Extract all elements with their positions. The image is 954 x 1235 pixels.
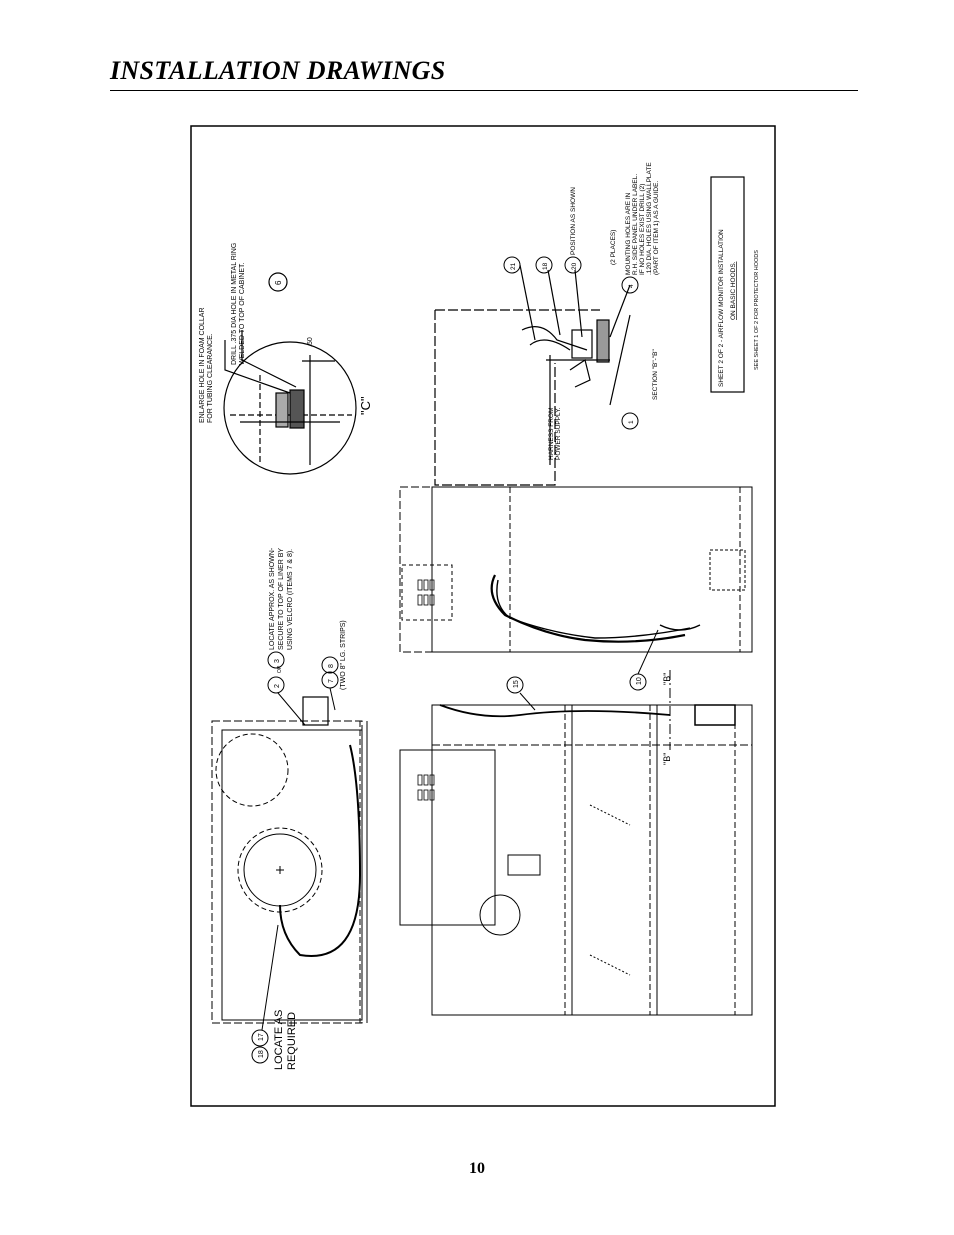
cabinet-top-view (211, 696, 368, 1024)
svg-text:HARNESS FROM: HARNESS FROM (548, 408, 555, 460)
cabinet-side-view (399, 486, 753, 653)
svg-text:8: 8 (328, 664, 335, 668)
svg-text:USING VELCRO (ITEMS 7 & 8).: USING VELCRO (ITEMS 7 & 8). (287, 549, 294, 650)
svg-text:(2 PLACES): (2 PLACES) (610, 230, 617, 265)
section-b-b-text: 21 18 20 POSITION AS SHOWN 4 (2 PLACES) … (503, 162, 660, 460)
svg-text:1: 1 (628, 420, 635, 424)
svg-text:SECTION "B"-"B": SECTION "B"-"B" (652, 349, 659, 400)
balloon-21 (503, 256, 521, 274)
svg-text:"B": "B" (662, 673, 672, 685)
detail-c-text: ENLARGE HOLE IN FOAM COLLAR FOR TUBING C… (199, 243, 373, 423)
svg-text:7: 7 (328, 679, 335, 683)
svg-text:ENLARGE HOLE IN FOAM COLLAR: ENLARGE HOLE IN FOAM COLLAR (199, 307, 206, 423)
svg-text:(TWO 8" LG. STRIPS): (TWO 8" LG. STRIPS) (340, 620, 347, 690)
svg-text:REQUIRED: REQUIRED (286, 1012, 298, 1070)
svg-text:18: 18 (542, 262, 549, 270)
svg-text:FOR TUBING CLEARANCE.: FOR TUBING CLEARANCE. (207, 333, 214, 423)
svg-text:ON BASIC HOODS.: ON BASIC HOODS. (730, 261, 737, 320)
svg-text:.50: .50 (307, 337, 314, 347)
svg-text:OR: OR (277, 665, 283, 673)
svg-text:MOUNTING HOLES ARE IN: MOUNTING HOLES ARE IN (625, 192, 632, 275)
svg-text:"C": "C" (358, 396, 373, 415)
svg-text:20: 20 (571, 262, 578, 270)
svg-text:2: 2 (274, 684, 281, 688)
svg-text:SHEET 2 OF 2 - AIRFLOW MONITOR: SHEET 2 OF 2 - AIRFLOW MONITOR INSTALLAT… (718, 229, 725, 387)
svg-text:R.H. SIDE PANEL UNDER LABEL.: R.H. SIDE PANEL UNDER LABEL. (632, 174, 639, 275)
section-b-b (434, 264, 631, 486)
page-number: 10 (469, 1160, 485, 1177)
balloon-18b (251, 1046, 269, 1064)
svg-text:6: 6 (274, 280, 283, 285)
page-title: INSTALLATION DRAWINGS (110, 56, 446, 85)
svg-text:SEE SHEET 1 OF 2 FOR PROTECTOR: SEE SHEET 1 OF 2 FOR PROTECTOR HOODS (754, 250, 760, 370)
svg-text:IF NO HOLES EXIST DRILL (2): IF NO HOLES EXIST DRILL (2) (639, 184, 646, 275)
svg-text:4: 4 (628, 284, 635, 288)
svg-text:LOCATE AS: LOCATE AS (273, 1010, 285, 1070)
cabinet-front-view (399, 704, 753, 1016)
svg-text:3: 3 (274, 659, 281, 663)
svg-text:POWER SUPPLY.: POWER SUPPLY. (555, 407, 562, 460)
svg-text:10: 10 (636, 677, 643, 685)
detail-c (223, 272, 357, 475)
title-divider (110, 90, 858, 91)
svg-text:SECURE TO TOP OF LINER BY: SECURE TO TOP OF LINER BY (278, 548, 285, 650)
svg-text:DRILL .375 DIA HOLE IN METAL R: DRILL .375 DIA HOLE IN METAL RING (231, 243, 238, 365)
drawing-frame (190, 125, 776, 1107)
velcro-callout: 2 OR 3 LOCATE APPROX. AS SHOWN- SECURE T… (267, 547, 347, 726)
svg-text:"B": "B" (662, 753, 672, 765)
svg-text:POSITION AS SHOWN: POSITION AS SHOWN (570, 187, 577, 255)
svg-text:21: 21 (510, 262, 517, 270)
svg-text:18: 18 (258, 1050, 265, 1058)
installation-drawing: ENLARGE HOLE IN FOAM COLLAR FOR TUBING C… (190, 125, 776, 1107)
svg-text:17: 17 (258, 1033, 265, 1041)
svg-text:.120 DIA. HOLES USING WALLPLAT: .120 DIA. HOLES USING WALLPLATE (646, 162, 653, 275)
svg-text:LOCATE APPROX. AS SHOWN-: LOCATE APPROX. AS SHOWN- (269, 547, 276, 650)
svg-text:WELDED TO TOP OF CABINET.: WELDED TO TOP OF CABINET. (239, 263, 246, 365)
svg-text:15: 15 (513, 680, 520, 688)
svg-text:(PART OF ITEM 1) AS A GUIDE.: (PART OF ITEM 1) AS A GUIDE. (653, 181, 660, 275)
title-block: SHEET 2 OF 2 - AIRFLOW MONITOR INSTALLAT… (710, 176, 760, 393)
